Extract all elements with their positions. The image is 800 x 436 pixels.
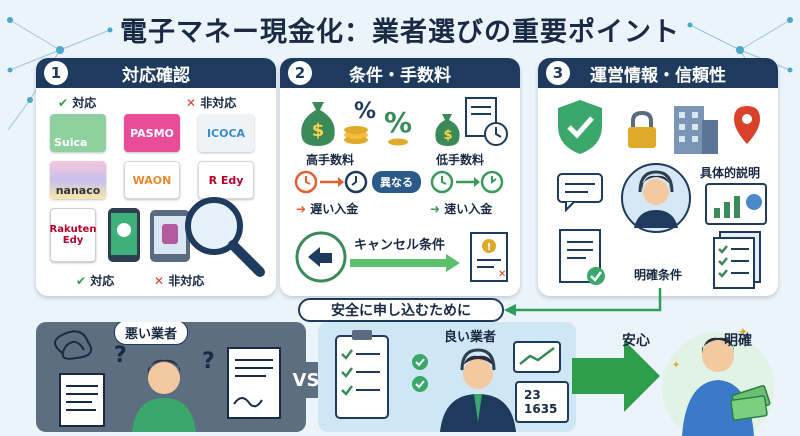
panel-title: 条件・手数料 [349,65,451,86]
card-r-edy: R Edy [198,161,254,199]
magnifier-icon [185,197,265,277]
footer-supported: ✔ 対応 [76,274,115,288]
svg-text:%: % [354,99,376,124]
return-arrow-icon [295,231,347,283]
stat-value: 23 [524,388,541,402]
explanation-label: 具体的説明 [700,166,761,180]
page-title: 電子マネー現金化：業者選びの重要ポイント [120,17,680,48]
document-warning-icon: ! ✕ [470,232,508,282]
card-rakuten-edy: Rakuten Edy [50,208,96,262]
svg-text:!: ! [487,242,492,253]
safe-application-banner: 安全に申し込むために [298,298,504,322]
chart-board-icon [705,183,767,225]
panel-title: 運営情報・信頼性 [590,65,726,86]
building-icon [674,106,718,154]
svg-text:✦: ✦ [672,360,680,371]
svg-text:$: $ [312,120,325,141]
svg-text:✕: ✕ [498,269,506,280]
cross-icon: ✕ [186,96,197,110]
unsupported-label: ✕ 非対応 [186,96,237,110]
location-pin-icon [734,106,760,144]
footer-unsupported: ✕ 非対応 [154,274,205,288]
checklist-icon [713,231,761,289]
panel-header: 2 条件・手数料 [280,58,520,88]
svg-text:%: % [384,106,412,139]
panel-title: 対応確認 [122,65,190,86]
card-nanaco: nanaco [50,161,106,199]
shield-check-icon [558,100,602,154]
card-waon: WAON [124,161,180,199]
fast-deposit-label: ➜ 速い入金 [430,202,493,216]
relief-label: 安心 [622,333,650,349]
card-icoca: ICOCA [198,114,254,152]
svg-text:?: ? [202,349,215,374]
slow-clock-icons [294,170,368,194]
percent-icon: % [384,106,412,146]
panel-trust: 3 運営情報・信頼性 具体的説明 明確条件 [538,58,778,296]
panel-header: 3 運営情報・信頼性 [538,58,778,88]
tablet-icon [150,210,190,262]
operator-avatar [621,163,691,233]
bad-vendor-label: 悪い業者 [114,322,189,345]
step-number: 3 [546,61,570,85]
card-pasmo: PASMO [124,114,180,152]
stats-panel: 23 1635 [524,388,557,416]
clear-terms-label: 明確条件 [634,268,683,282]
bad-vendor-illustration: ? ? [54,330,281,432]
supported-label: ✔ 対応 [58,96,97,110]
cancel-conditions-label: キャンセル条件 [354,238,446,253]
fast-clock-icons [430,170,504,194]
lock-icon [628,110,656,148]
differ-badge: 異なる [372,171,421,193]
svg-text:?: ? [114,343,127,368]
phone-icon [108,208,140,262]
check-icon: ✔ [58,96,69,110]
good-vendor-label: 良い業者 [444,330,497,345]
good-vendor-scene: 良い業者 23 1635 [318,322,576,432]
svg-text:$: $ [443,128,452,143]
good-vendor-illustration [335,330,569,432]
document-check-icon [559,229,605,285]
panel-header: 1 対応確認 [36,58,276,88]
low-fee-label: 低手数料 [436,153,485,167]
clarity-label: 明確 [724,333,752,349]
money-bag-icon: $ % [301,99,376,146]
step-number: 2 [288,61,312,85]
card-suica: Suica [50,114,106,152]
happy-person-scene: ✦ ✦ [662,325,774,436]
svg-text:✦: ✦ [738,325,748,339]
step-number: 1 [44,61,68,85]
chat-bubble-icon [557,173,603,212]
stat-value: 1635 [524,402,558,416]
slow-deposit-label: ➜ 遅い入金 [296,202,359,216]
bad-vendor-scene: ? ? 悪い業者 [36,322,306,432]
document-clock-icon: $ [435,97,508,146]
panel-fees: 2 条件・手数料 $ % % $ 高手数料 低手数料 異なる ➜ 遅い入金 ➜ … [280,58,520,296]
panel-compatibility: 1 対応確認 ✔ 対応 ✕ 非対応 Suica PASMO ICOCA nana… [36,58,276,296]
connector-arrow [504,288,662,316]
big-green-arrow [572,340,660,412]
green-arrow-bar [350,254,460,272]
high-fee-label: 高手数料 [306,153,355,167]
